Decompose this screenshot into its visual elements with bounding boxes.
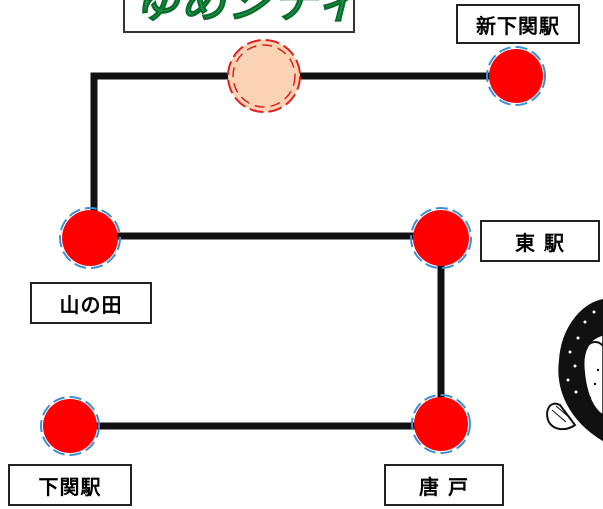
station-yume-city[interactable] (227, 39, 301, 113)
station-yamanota[interactable] (59, 207, 121, 269)
label-karato: 唐 戸 (384, 464, 504, 506)
label-shin-shimonoseki: 新下関駅 (456, 4, 580, 44)
station-higashi-eki[interactable] (410, 207, 472, 269)
label-shimonoseki: 下関駅 (8, 464, 132, 506)
station-karato[interactable] (411, 394, 471, 454)
title-banner: ゆめシティ (123, 0, 355, 33)
station-shin-shimonoseki[interactable] (486, 46, 546, 106)
line-shin-shimonoseki-to-yamanota (90, 72, 520, 240)
station-shimonoseki[interactable] (40, 396, 100, 456)
route-lines (65, 72, 520, 430)
page-title: ゆめシティ (134, 0, 355, 29)
label-higashi-eki: 東 駅 (480, 220, 600, 262)
fugu-icon (546, 298, 603, 442)
label-yamanota: 山の田 (30, 282, 152, 324)
